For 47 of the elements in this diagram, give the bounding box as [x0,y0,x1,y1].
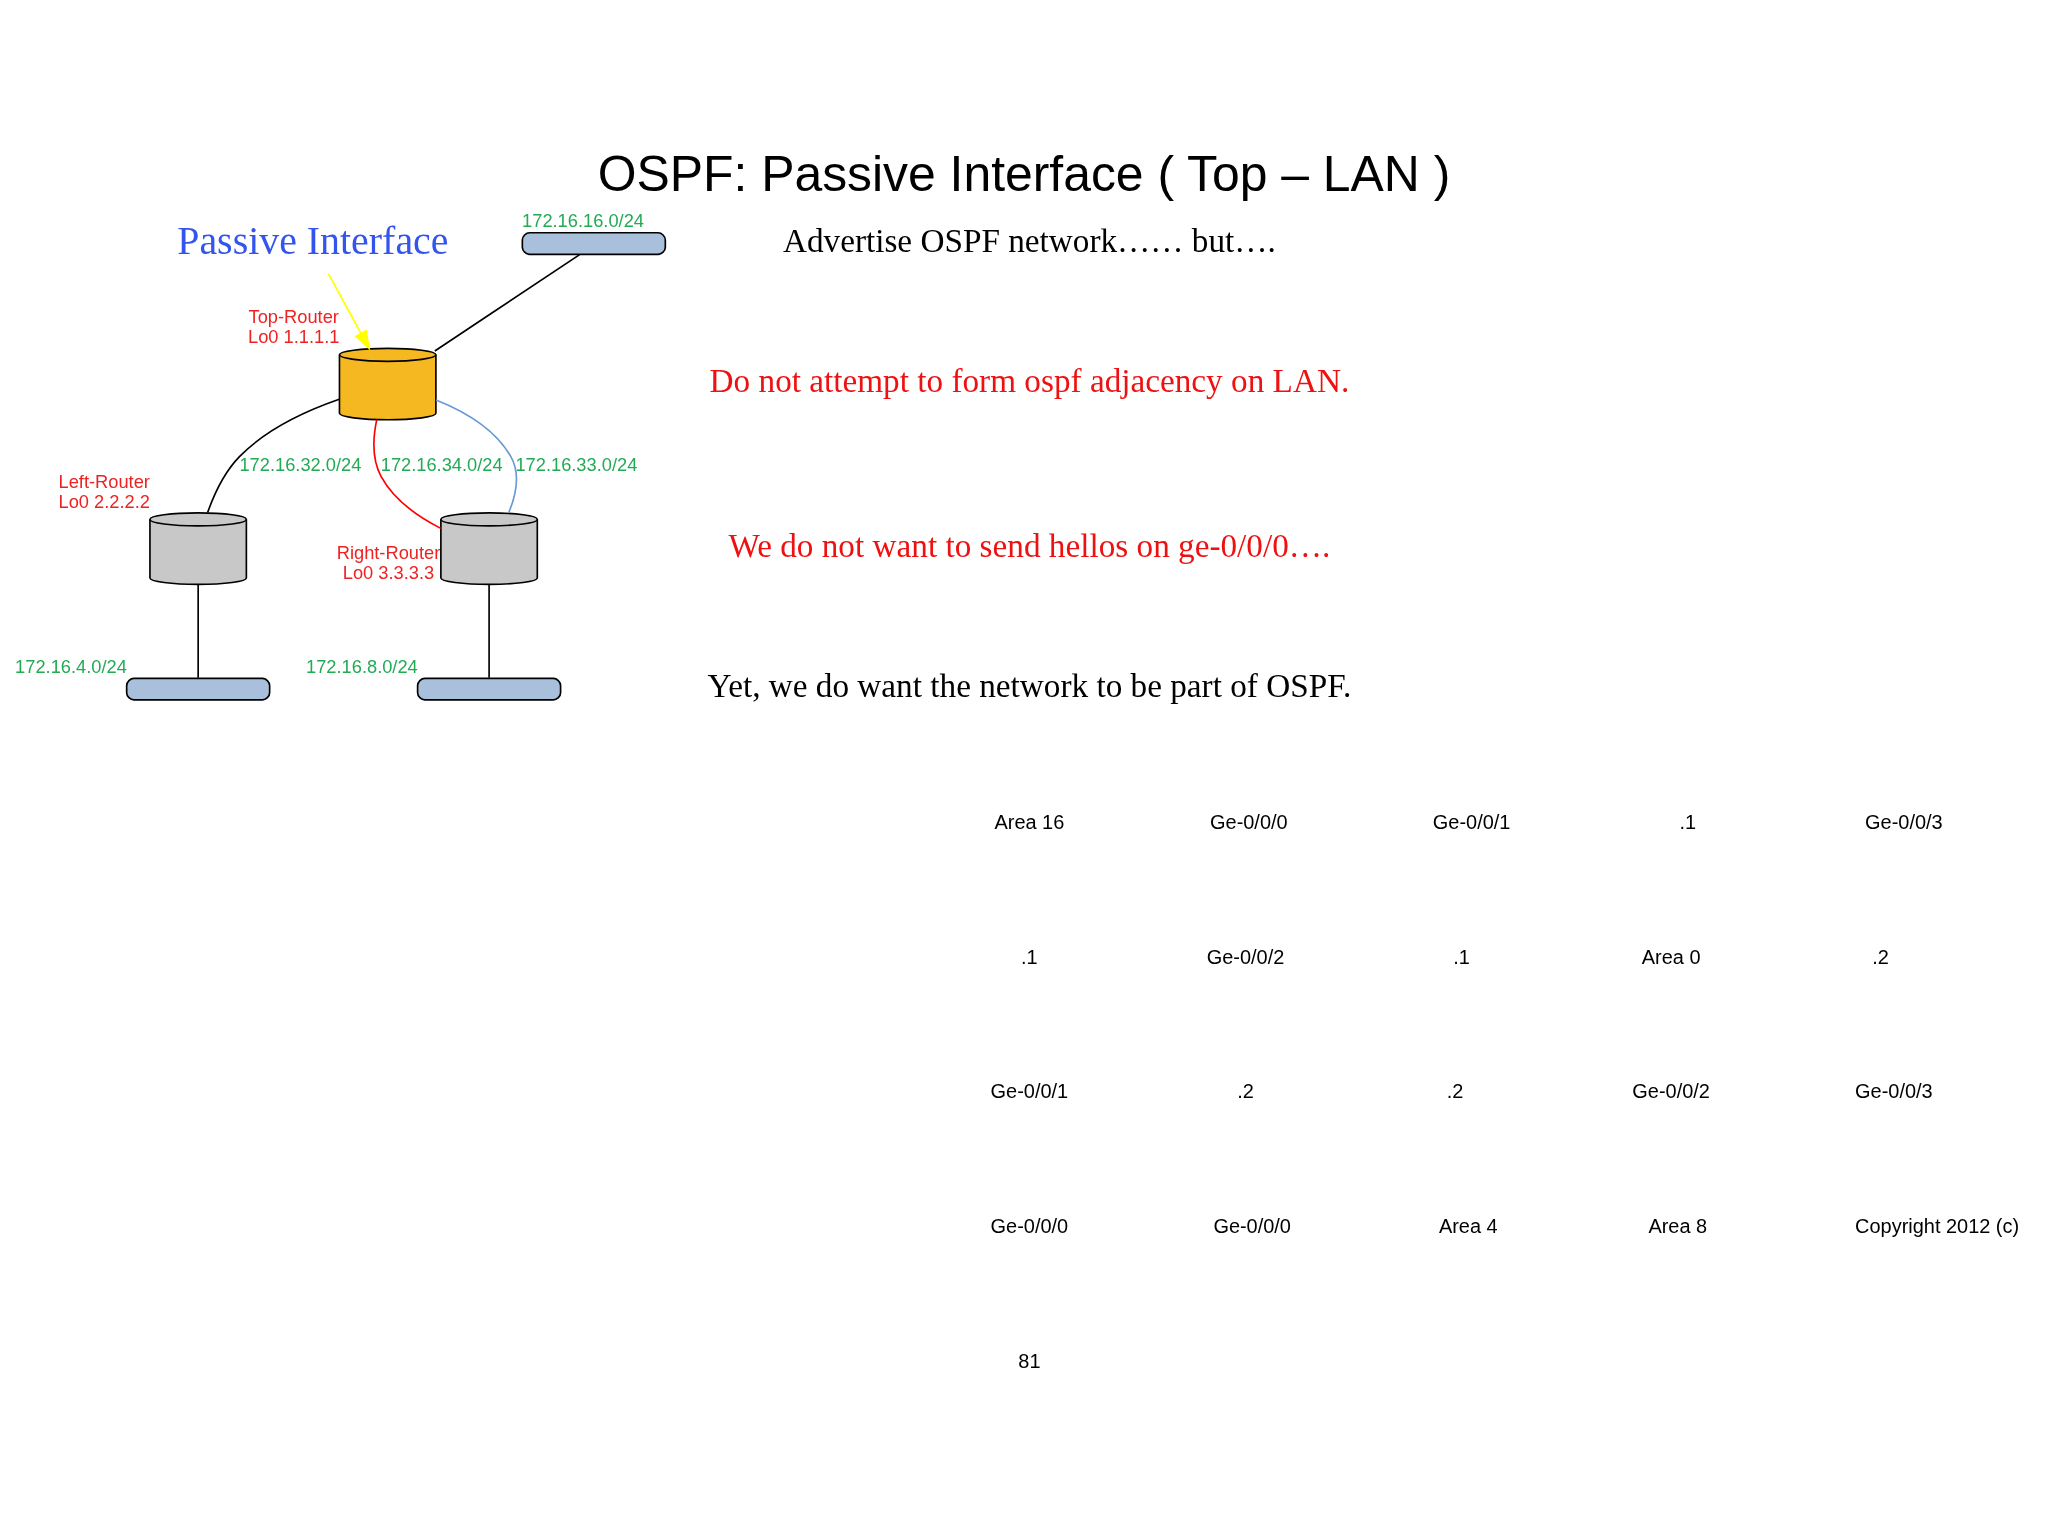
label: .2 [1237,1079,1254,1102]
label: .1 [1021,945,1038,968]
connector [488,583,490,679]
node-label: Left-Router [58,470,150,492]
arrow [327,272,371,350]
label: Ge-0/0/1 [990,1079,1069,1102]
node-label: Lo0 2.2.2.2 [58,490,150,512]
label: .1 [1453,945,1470,968]
label: Ge-0/0/1 [1432,810,1511,833]
label: Area 16 [994,810,1065,833]
node-text: Passive Interface [177,217,449,263]
node-bar [125,676,271,701]
label: Yet, we do want the network to be part of OSPF. [707,666,1352,704]
label: .2 [1446,1079,1464,1102]
diagram-title: OSPF: Passive Interface ( Top – LAN ) [597,145,1451,202]
node-label: 172.16.4.0/24 [15,655,127,677]
node-label: 172.16.8.0/24 [306,655,418,677]
node-bar [416,676,562,701]
label: Ge-0/0/2 [1206,945,1285,968]
label: Ge-0/0/3 [1855,1079,1933,1102]
label: .2 [1872,945,1889,968]
label: Ge-0/0/0 [1210,810,1288,833]
label: Ge-0/0/0 [990,1214,1069,1237]
edge-label: 172.16.33.0/24 [515,453,638,475]
label: Advertise OSPF network…… but…. [782,221,1276,259]
label: Area 0 [1641,945,1701,968]
label: 81 [1018,1349,1041,1372]
label: Ge-0/0/0 [1213,1214,1291,1237]
label: Ge-0/0/3 [1865,810,1943,833]
edge-label: 172.16.32.0/24 [239,453,362,475]
connector [206,398,341,513]
label: Area 8 [1648,1214,1708,1237]
edge-label: 172.16.34.0/24 [380,453,503,475]
label: Ge-0/0/2 [1632,1079,1710,1102]
node-label: Right-Router [336,541,441,563]
node-label: Top-Router [248,305,339,327]
node-label: 172.16.16.0/24 [522,209,644,231]
connector [373,418,442,529]
connector [435,398,518,513]
node-bar [521,231,667,255]
label: Copyright 2012 (c) [1855,1214,2020,1237]
label: We do not want to send hellos on ge-0/0/0…. [728,526,1331,564]
connector [197,583,199,679]
connector [434,253,581,352]
label: .1 [1679,810,1697,833]
label: Do not attempt to form ospf adjacency on LAN. [709,361,1350,399]
label: Area 4 [1438,1214,1498,1237]
